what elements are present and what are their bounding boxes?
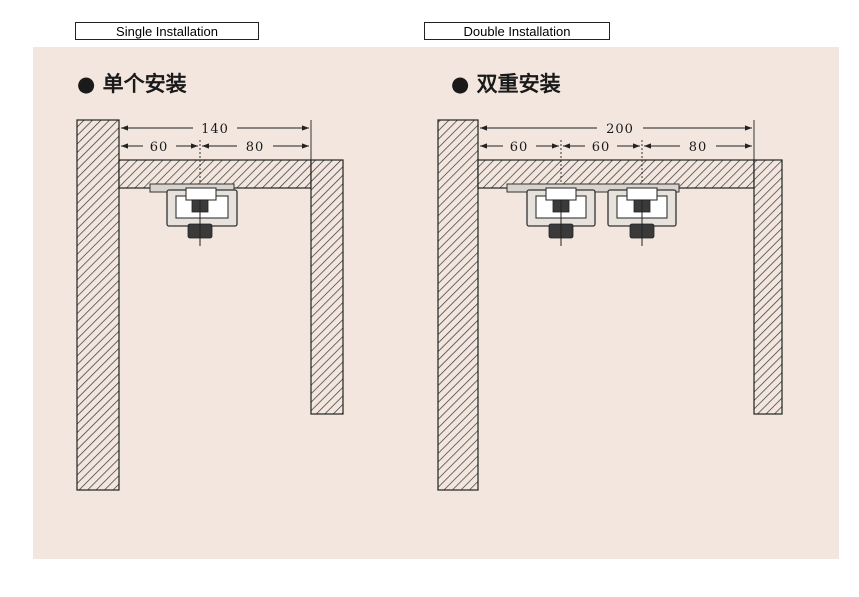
double-installation-diagram: ● 双重安装 200 60 60 80 (437, 72, 783, 491)
double-right-dimension: 80 (689, 140, 708, 155)
panel-background (33, 47, 839, 559)
single-left-dimension: 60 (150, 140, 169, 155)
single-total-dimension: 140 (201, 122, 229, 137)
single-track-assembly (149, 183, 238, 246)
single-right-dimension: 80 (246, 140, 265, 155)
double-total-dimension: 200 (606, 122, 634, 137)
single-installation-diagram: ● 单个安装 140 60 80 (76, 72, 344, 491)
single-installation-label: Single Installation (75, 22, 259, 40)
double-track-assembly-2 (607, 187, 677, 246)
double-right-wall (753, 159, 783, 415)
single-heading: ● 单个安装 (77, 72, 187, 96)
double-ceiling (477, 159, 755, 189)
double-installation-label: Double Installation (424, 22, 610, 40)
single-left-wall (76, 119, 120, 491)
double-track-assembly-1 (526, 187, 596, 246)
double-left-wall (437, 119, 479, 491)
double-heading: ● 双重安装 (451, 72, 561, 96)
double-middle-dimension: 60 (592, 140, 611, 155)
double-left-dimension: 60 (510, 140, 529, 155)
single-right-wall (310, 159, 344, 415)
